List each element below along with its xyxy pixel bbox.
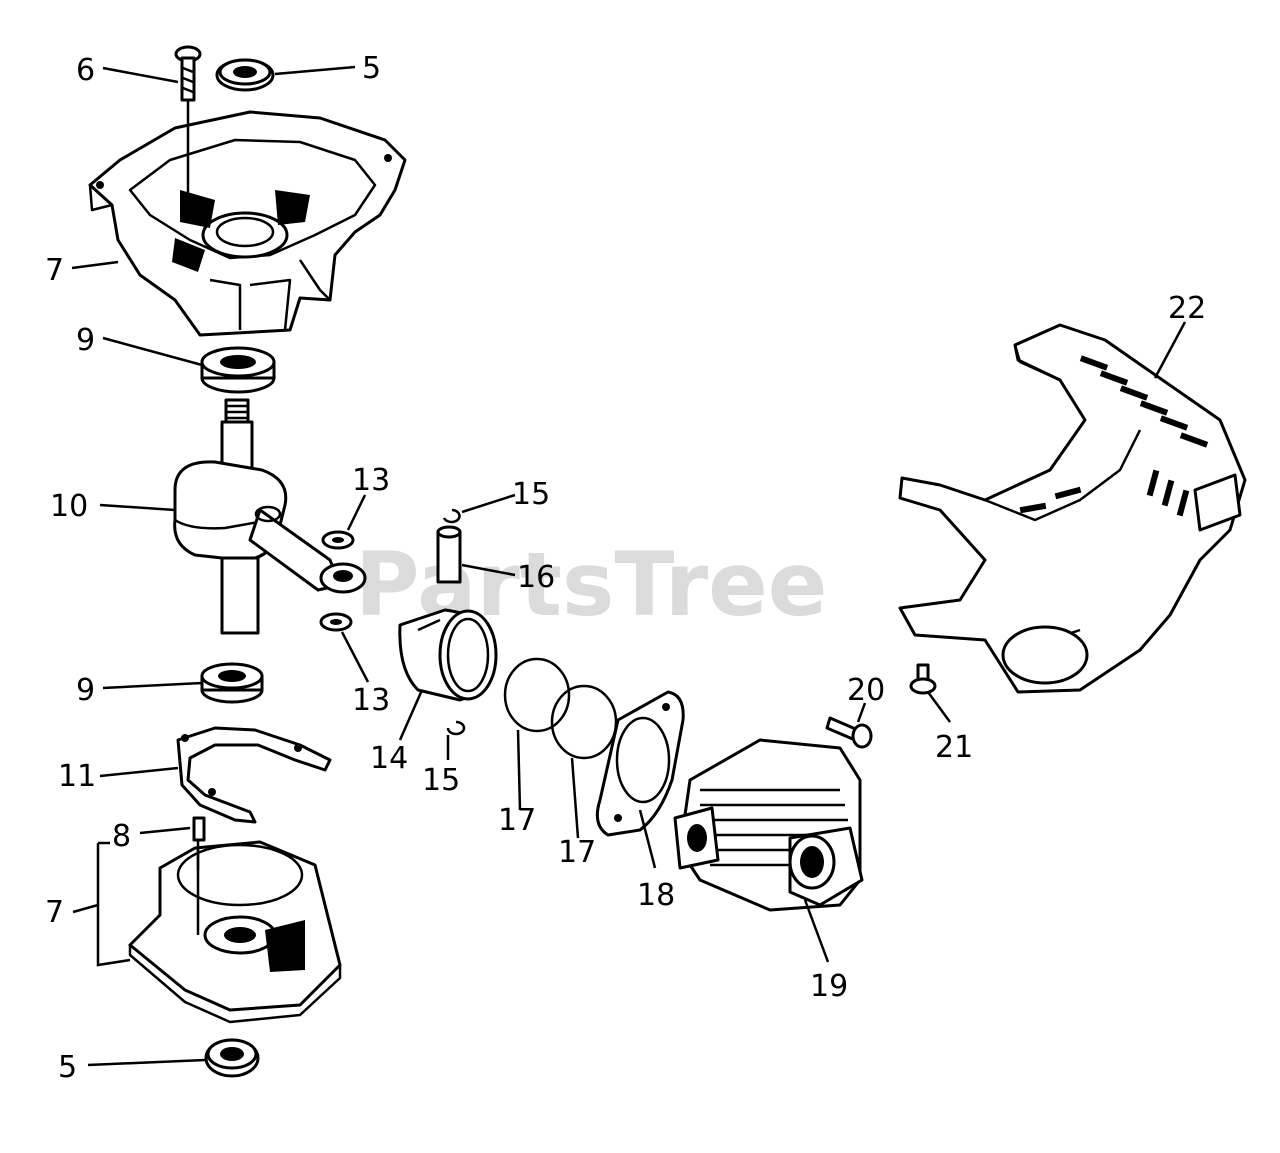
callout-5: 5 [362, 51, 381, 86]
callout-20: 20 [847, 673, 885, 708]
callout-9: 9 [76, 323, 95, 358]
part-13-washer-lower[interactable] [319, 612, 353, 632]
part-5-oil-seal-bottom[interactable] [204, 1038, 260, 1078]
part-8-dowel-pin[interactable] [192, 816, 206, 842]
part-18-cylinder-gasket[interactable] [595, 690, 685, 837]
callout-5: 5 [58, 1050, 77, 1085]
callout-13: 13 [352, 683, 390, 718]
part-14-piston[interactable] [398, 608, 498, 702]
callout-15: 15 [422, 763, 460, 798]
callout-21: 21 [935, 730, 973, 765]
part-16-piston-pin[interactable] [436, 525, 462, 584]
part-9-bearing-lower[interactable] [200, 662, 264, 704]
part-5-oil-seal-top[interactable] [215, 58, 275, 92]
callout-22: 22 [1168, 291, 1206, 326]
callout-17: 17 [558, 835, 596, 870]
leader-lines [71, 65, 1187, 1067]
callout-14: 14 [370, 741, 408, 776]
callout-15: 15 [512, 477, 550, 512]
part-22-cylinder-cover[interactable] [898, 323, 1247, 694]
part-6-bolt[interactable] [174, 45, 202, 102]
callout-9: 9 [76, 673, 95, 708]
part-19-cylinder[interactable] [673, 738, 864, 912]
part-13-washer-upper[interactable] [321, 530, 355, 550]
part-7-crankcase-lower[interactable] [128, 840, 342, 1024]
callout-18: 18 [637, 878, 675, 913]
part-7-crankcase-upper[interactable] [88, 110, 407, 337]
callout-8: 8 [112, 819, 131, 854]
part-17-piston-ring-a[interactable] [503, 657, 571, 733]
callout-16: 16 [517, 560, 555, 595]
callout-10: 10 [50, 489, 88, 524]
part-17-piston-ring-b[interactable] [550, 684, 618, 760]
part-21-bolt-washer[interactable] [909, 663, 937, 695]
part-15-circlip-lower[interactable] [446, 720, 466, 736]
part-9-bearing-upper[interactable] [200, 346, 276, 394]
callout-13: 13 [352, 463, 390, 498]
callout-7: 7 [45, 895, 64, 930]
part-15-circlip-upper[interactable] [442, 508, 461, 524]
callout-11: 11 [58, 759, 96, 794]
callout-labels: 6 5 7 9 10 13 15 16 22 9 13 14 15 17 17 … [45, 51, 1206, 1085]
callout-7: 7 [45, 253, 64, 288]
callout-6: 6 [76, 53, 95, 88]
part-11-clamp-bracket[interactable] [176, 726, 332, 824]
part-10-crankshaft[interactable] [173, 398, 367, 635]
part-20-screw[interactable] [825, 716, 873, 749]
callout-19: 19 [810, 969, 848, 1004]
callout-17: 17 [498, 803, 536, 838]
